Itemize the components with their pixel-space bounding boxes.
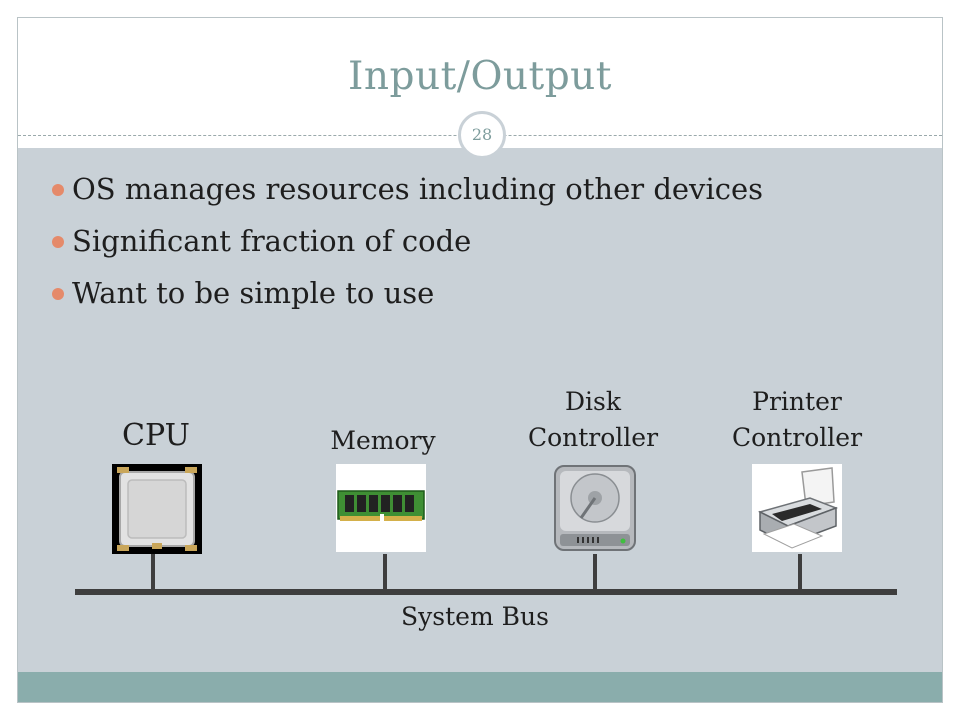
- disk-bus-connector: [593, 554, 597, 592]
- printer-controller-label: Printer Controller: [710, 384, 884, 456]
- slide-title: Input/Output: [348, 54, 612, 99]
- cpu-bus-connector: [151, 554, 155, 592]
- bullet-dot-icon: [52, 236, 64, 248]
- printer-label-line2: Controller: [731, 423, 863, 452]
- bullet-list: OS manages resources including other dev…: [48, 168, 763, 324]
- printer-label-line1: Printer: [752, 387, 842, 416]
- hard-disk-icon: [554, 465, 636, 551]
- page-number: 28: [458, 111, 506, 159]
- cpu-chip-icon: [112, 464, 202, 554]
- bullet-dot-icon: [52, 288, 64, 300]
- disk-label-line2: Controller: [527, 423, 659, 452]
- bullet-dot-icon: [52, 184, 64, 196]
- slide-body: [18, 148, 942, 672]
- bullet-text: Want to be simple to use: [72, 276, 435, 310]
- disk-controller-label: Disk Controller: [508, 384, 678, 456]
- bullet-item: Significant fraction of code: [48, 220, 763, 272]
- slide: Input/Output 28 OS manages resources inc…: [17, 17, 943, 703]
- printer-bus-connector: [798, 554, 802, 592]
- system-bus-label: System Bus: [401, 602, 549, 631]
- memory-label: Memory: [330, 426, 436, 455]
- bullet-item: OS manages resources including other dev…: [48, 168, 763, 220]
- bullet-text: OS manages resources including other dev…: [72, 172, 764, 206]
- cpu-label: CPU: [122, 418, 190, 453]
- disk-label-line1: Disk: [564, 387, 622, 416]
- slide-footer-bar: [18, 672, 942, 702]
- printer-icon: [752, 464, 842, 552]
- bullet-text: Significant fraction of code: [72, 224, 472, 258]
- memory-bus-connector: [383, 554, 387, 592]
- system-bus-line: [75, 589, 897, 595]
- memory-module-icon: [336, 464, 426, 552]
- bullet-item: Want to be simple to use: [48, 272, 763, 324]
